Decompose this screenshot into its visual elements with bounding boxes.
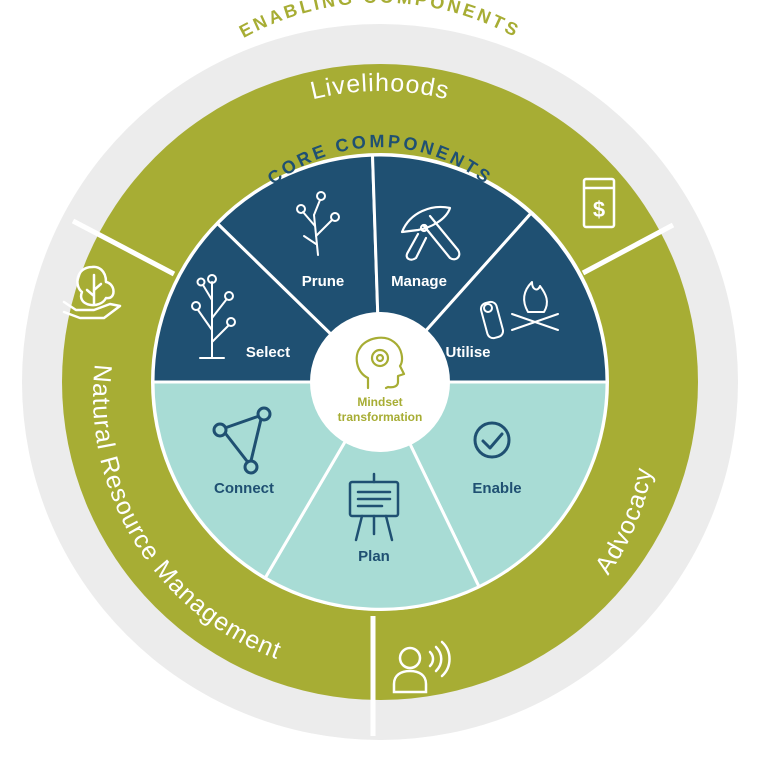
person-speaking-icon	[392, 640, 451, 694]
segment-connect[interactable]	[151, 380, 383, 580]
svg-text:$: $	[593, 197, 605, 222]
head-gear-icon	[355, 336, 406, 390]
network-triangle-icon	[212, 406, 272, 475]
label-connect: Connect	[214, 480, 274, 497]
center-label-line2: transformation	[338, 410, 423, 424]
label-prune: Prune	[302, 273, 345, 290]
enabling-divider-left	[71, 218, 176, 277]
branch-icon	[296, 191, 340, 256]
sapling-icon	[191, 274, 236, 359]
label-plan: Plan	[358, 548, 390, 565]
segment-enable[interactable]	[377, 380, 609, 589]
center-label-line1: Mindset	[357, 395, 402, 409]
label-manage: Manage	[391, 273, 447, 290]
label-utilise: Utilise	[445, 344, 490, 361]
easel-icon	[348, 472, 400, 542]
label-select: Select	[246, 344, 290, 361]
check-circle-icon	[473, 421, 511, 459]
enabling-divider-right	[581, 222, 675, 276]
center-circle[interactable]	[310, 312, 450, 452]
segment-utilise[interactable]	[376, 211, 609, 384]
tree-in-hand-icon	[62, 265, 122, 320]
campfire-logs-icon	[479, 281, 559, 340]
pruning-shears-icon	[400, 205, 461, 261]
dollar-receipt-icon: $	[582, 177, 616, 229]
segment-plan[interactable]	[263, 378, 482, 611]
label-enable: Enable	[472, 480, 521, 497]
